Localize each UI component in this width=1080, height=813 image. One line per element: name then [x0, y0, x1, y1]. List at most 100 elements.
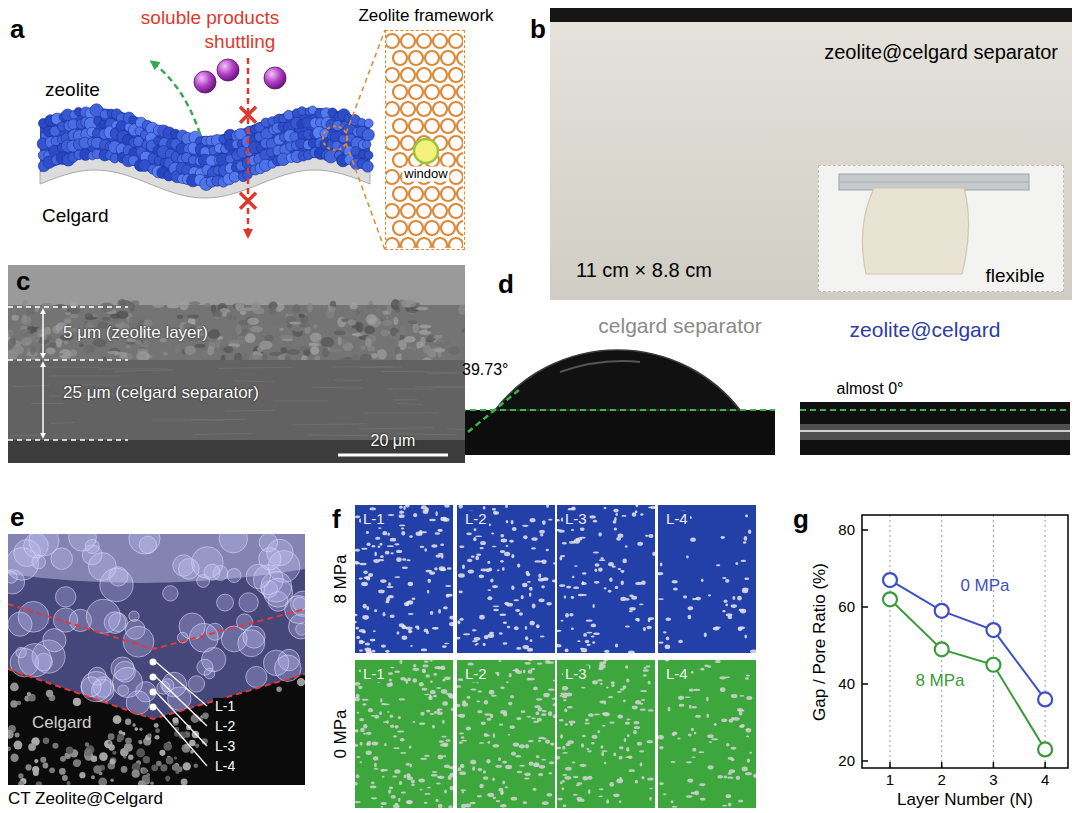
- framework-ring: [409, 119, 423, 133]
- framework-ring: [417, 34, 431, 48]
- pore-dot: [689, 689, 694, 692]
- pore-dot: [715, 660, 721, 663]
- celgard-grain: [85, 742, 89, 746]
- zeolite-bubble: [217, 594, 234, 611]
- pore-dot: [616, 513, 618, 516]
- framework-ring: [417, 68, 431, 82]
- pore-dot: [591, 636, 595, 638]
- pore-dot: [366, 732, 372, 735]
- pore-dot: [569, 541, 575, 544]
- pore-dot: [424, 548, 427, 551]
- pore-dot: [624, 738, 627, 742]
- pore-dot: [739, 725, 744, 728]
- pore-dot: [750, 649, 756, 653]
- pore-dot: [380, 555, 384, 558]
- fiber-streak: [292, 423, 367, 425]
- framework-ring: [401, 204, 415, 218]
- pore-dot: [366, 606, 369, 610]
- zeolite-particle: [362, 129, 374, 141]
- celgard-grain: [163, 742, 172, 751]
- pore-dot: [595, 569, 598, 572]
- pore-dot: [413, 664, 416, 668]
- framework-ring: [393, 119, 407, 133]
- pore-dot: [618, 568, 622, 570]
- pore-dot: [389, 787, 393, 790]
- pore-dot: [424, 755, 430, 757]
- node-text: L-3: [563, 665, 589, 682]
- zeolite-grain: [334, 330, 345, 335]
- pore-dot: [355, 621, 357, 623]
- pore-dot: [569, 720, 576, 723]
- pore-dot: [620, 597, 626, 601]
- pore-dot: [422, 665, 428, 668]
- pore-dot: [737, 596, 742, 601]
- pore-dot: [368, 573, 373, 577]
- pore-dot: [691, 671, 694, 674]
- zeolite-grain: [86, 316, 97, 319]
- droplet-highlight: [560, 361, 640, 372]
- pore-dot: [386, 586, 393, 588]
- zeolite-grain: [433, 335, 442, 339]
- celgard-grain: [99, 772, 103, 776]
- pore-dot: [395, 725, 399, 729]
- celgard-grain: [117, 734, 124, 741]
- pore-dot: [722, 805, 728, 807]
- pore-dot: [379, 711, 382, 715]
- zeolite-bubble: [55, 587, 75, 607]
- pore-dot: [729, 719, 734, 723]
- celgard-grain: [194, 764, 199, 769]
- pore-dot: [399, 698, 405, 700]
- celgard-grain: [150, 781, 153, 784]
- pore-dot: [616, 779, 623, 784]
- node-text: 25 μm (celgard separator): [63, 383, 259, 403]
- pore-dot: [402, 558, 406, 561]
- celgard-grain: [91, 756, 98, 763]
- pore-dot: [512, 527, 517, 531]
- pore-dot: [738, 800, 743, 803]
- zeolite-grain: [364, 325, 375, 334]
- pore-dot: [699, 783, 705, 786]
- thickness-arrow: [42, 363, 44, 437]
- pore-dot: [498, 757, 501, 761]
- pore-dot: [639, 750, 644, 752]
- block-cross: [240, 107, 256, 123]
- pore-dot: [410, 645, 413, 647]
- pore-dot: [419, 682, 424, 686]
- pore-dot: [673, 731, 678, 735]
- pore-dot: [489, 632, 494, 634]
- pore-dot: [632, 705, 638, 709]
- pore-dot: [500, 710, 507, 714]
- pore-dot: [648, 534, 653, 538]
- pore-dot: [398, 798, 400, 802]
- pore-dot: [393, 735, 397, 738]
- pore-dot: [635, 505, 638, 507]
- pore-dot: [553, 703, 555, 706]
- pore-dot: [492, 777, 495, 781]
- pore-dot: [433, 695, 437, 697]
- pore-dot: [629, 769, 635, 772]
- pore-dot: [465, 804, 471, 808]
- pore-dot: [559, 719, 564, 722]
- framework-ring: [401, 68, 415, 82]
- pore-dot: [517, 771, 523, 773]
- pore-dot: [533, 762, 539, 766]
- node-text: L-4: [213, 758, 237, 774]
- zeolite-grain: [189, 301, 200, 305]
- pore-dot: [722, 610, 725, 612]
- series-marker: [883, 573, 897, 587]
- zeolite-grain: [64, 318, 72, 324]
- celgard-grain: [110, 757, 117, 764]
- tick-mark: [993, 762, 995, 768]
- framework-ring: [433, 34, 447, 48]
- pore-dot: [398, 716, 401, 719]
- pore-dot: [643, 674, 647, 677]
- pore-dot: [690, 538, 696, 542]
- zeolite-grain: [116, 311, 128, 319]
- baseline: [800, 409, 1070, 411]
- pore-dot: [444, 676, 451, 680]
- celgard-grain: [110, 779, 113, 782]
- zeolite-grain: [20, 329, 30, 336]
- pore-dot: [390, 667, 395, 669]
- celgard-grain: [276, 686, 281, 691]
- framework-ring: [425, 85, 439, 99]
